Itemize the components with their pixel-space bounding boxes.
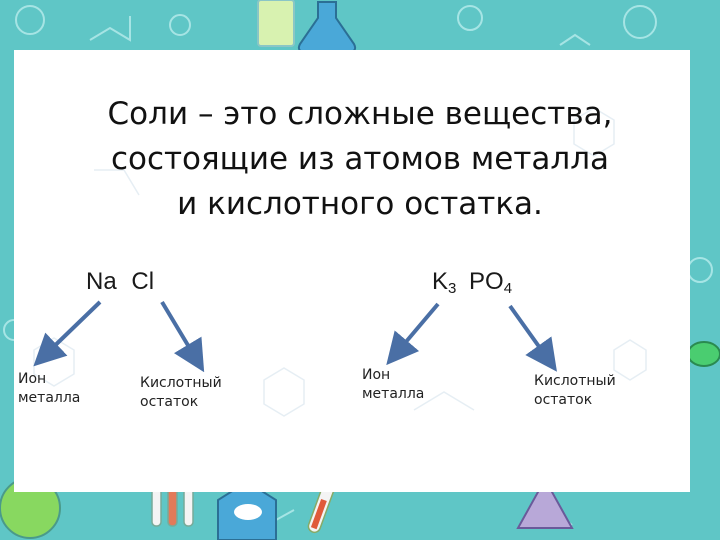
arrow-na-to-ion (33, 300, 102, 367)
arrow-cl-to-residue (160, 300, 205, 373)
acid-symbol-po: PO (469, 268, 504, 295)
acid-symbol-cl: Cl (131, 268, 155, 295)
label-acid-residue-right: Кислотный остаток (534, 373, 616, 408)
metal-symbol-k: K (432, 268, 449, 295)
formula-k3po4: K3 PO4 (432, 268, 513, 297)
title-line-1: Соли – это сложные вещества, (107, 96, 613, 132)
metal-subscript: 3 (448, 280, 457, 297)
label-ion-metal-right: Ион металла (362, 367, 425, 402)
beaker-icon (257, 0, 295, 47)
acid-subscript: 4 (503, 280, 513, 297)
arrow-po-to-residue (508, 304, 557, 372)
slide-title: Соли – это сложные вещества, состоящие и… (60, 92, 660, 227)
metal-symbol-na: Na (86, 268, 117, 295)
title-line-2: состоящие из атомов металла (110, 141, 610, 177)
content-panel (14, 50, 690, 492)
title-line-3: и кислотного остатка. (177, 186, 543, 222)
arrow-k-to-ion (386, 302, 440, 366)
label-acid-residue-left: Кислотный остаток (140, 375, 222, 410)
label-ion-metal-left: Ион металла (18, 371, 81, 406)
formula-nacl: Na Cl (86, 268, 154, 296)
